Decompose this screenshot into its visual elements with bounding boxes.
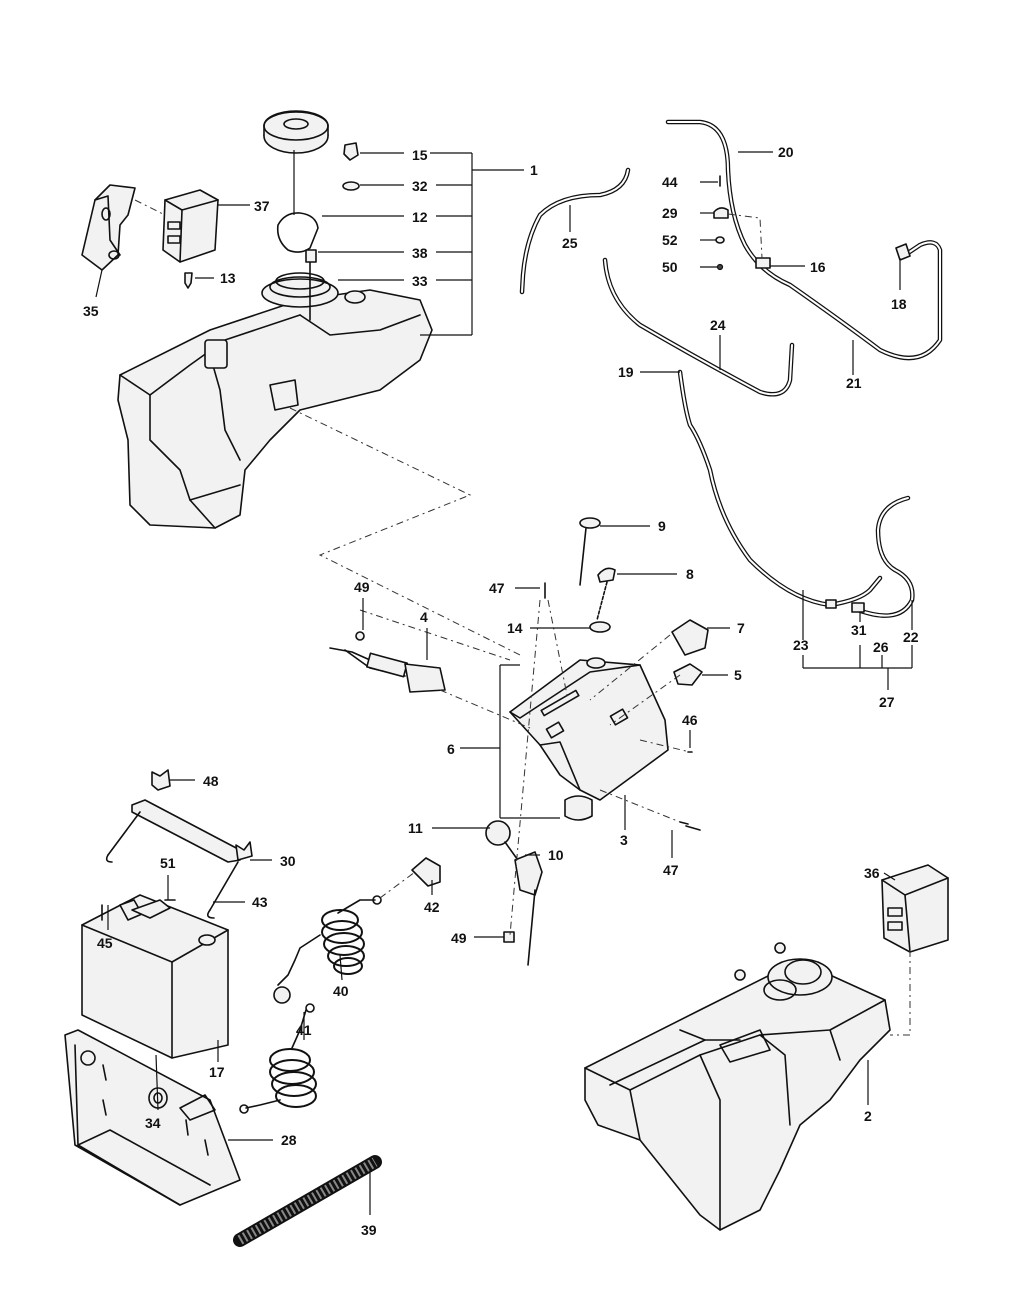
callout-19: 19	[618, 364, 634, 380]
callout-51: 51	[160, 855, 176, 871]
control-panel-assembly	[329, 517, 709, 831]
canister-36	[881, 864, 949, 1036]
callout-29: 29	[662, 205, 678, 221]
callout-31: 31	[851, 622, 867, 638]
callout-3: 3	[620, 832, 628, 848]
callout-42: 42	[424, 899, 440, 915]
callout-2: 2	[864, 1108, 872, 1124]
callout-40: 40	[333, 983, 349, 999]
callout-7: 7	[737, 620, 745, 636]
fuel-tank-bottom-right	[584, 942, 891, 1231]
callout-50: 50	[662, 259, 678, 275]
callout-49-top: 49	[354, 579, 370, 595]
callout-14: 14	[507, 620, 523, 636]
callout-36: 36	[864, 865, 880, 881]
callout-21: 21	[846, 375, 862, 391]
callout-9: 9	[658, 518, 666, 534]
callout-37: 37	[254, 198, 270, 214]
callout-23: 23	[793, 637, 809, 653]
callout-15: 15	[412, 147, 428, 163]
fuel-cap-top	[263, 110, 329, 215]
callout-18: 18	[891, 296, 907, 312]
leaders-center	[362, 525, 730, 938]
callout-34: 34	[145, 1115, 161, 1131]
callout-41: 41	[296, 1022, 312, 1038]
callout-47-top: 47	[489, 580, 505, 596]
leaders-top-left	[95, 152, 524, 336]
callout-17: 17	[209, 1064, 225, 1080]
callout-52: 52	[662, 232, 678, 248]
callout-20: 20	[778, 144, 794, 160]
callout-32: 32	[412, 178, 428, 194]
callout-5: 5	[734, 667, 742, 683]
callout-22: 22	[903, 629, 919, 645]
callout-47-bottom: 47	[663, 862, 679, 878]
callout-8: 8	[686, 566, 694, 582]
callout-43: 43	[252, 894, 268, 910]
cap-gasket	[276, 212, 319, 253]
callout-48: 48	[203, 773, 219, 789]
callout-labels: 1 15 32 12 38 33 37 13 35 20 44 29 52 50…	[83, 144, 919, 1238]
callout-49-bottom: 49	[451, 930, 467, 946]
vent-valve-small-parts	[305, 142, 360, 263]
callout-26: 26	[873, 639, 889, 655]
battery-cables	[239, 857, 441, 1114]
callout-46: 46	[682, 712, 698, 728]
callout-10: 10	[548, 847, 564, 863]
callout-13: 13	[220, 270, 236, 286]
battery-assembly	[64, 769, 253, 1206]
callout-28: 28	[281, 1132, 297, 1148]
leaders-bottom-left	[107, 779, 433, 1215]
bracket-35	[81, 184, 136, 271]
callout-39: 39	[361, 1222, 377, 1238]
callout-4: 4	[420, 609, 428, 625]
callout-44: 44	[662, 174, 678, 190]
leaders-bottom-right	[867, 872, 896, 1105]
leaders-top-right	[569, 151, 913, 690]
fuel-tank-top-left	[117, 254, 433, 529]
assembly-link-dashed	[289, 407, 521, 656]
wire-loom-39	[233, 1155, 382, 1247]
callout-35: 35	[83, 303, 99, 319]
canister-37	[134, 189, 219, 263]
callout-6: 6	[447, 741, 455, 757]
callout-12: 12	[412, 209, 428, 225]
callout-16: 16	[810, 259, 826, 275]
hoses-top-right	[519, 119, 943, 618]
callout-1: 1	[530, 162, 538, 178]
callout-11: 11	[408, 820, 423, 836]
screw-13	[184, 272, 193, 289]
callout-24: 24	[710, 317, 726, 333]
callout-33: 33	[412, 273, 428, 289]
callout-25: 25	[562, 235, 578, 251]
lever-assembly	[485, 599, 543, 966]
callout-27: 27	[879, 694, 895, 710]
callout-45: 45	[97, 935, 113, 951]
callout-30: 30	[280, 853, 296, 869]
callout-38: 38	[412, 245, 428, 261]
